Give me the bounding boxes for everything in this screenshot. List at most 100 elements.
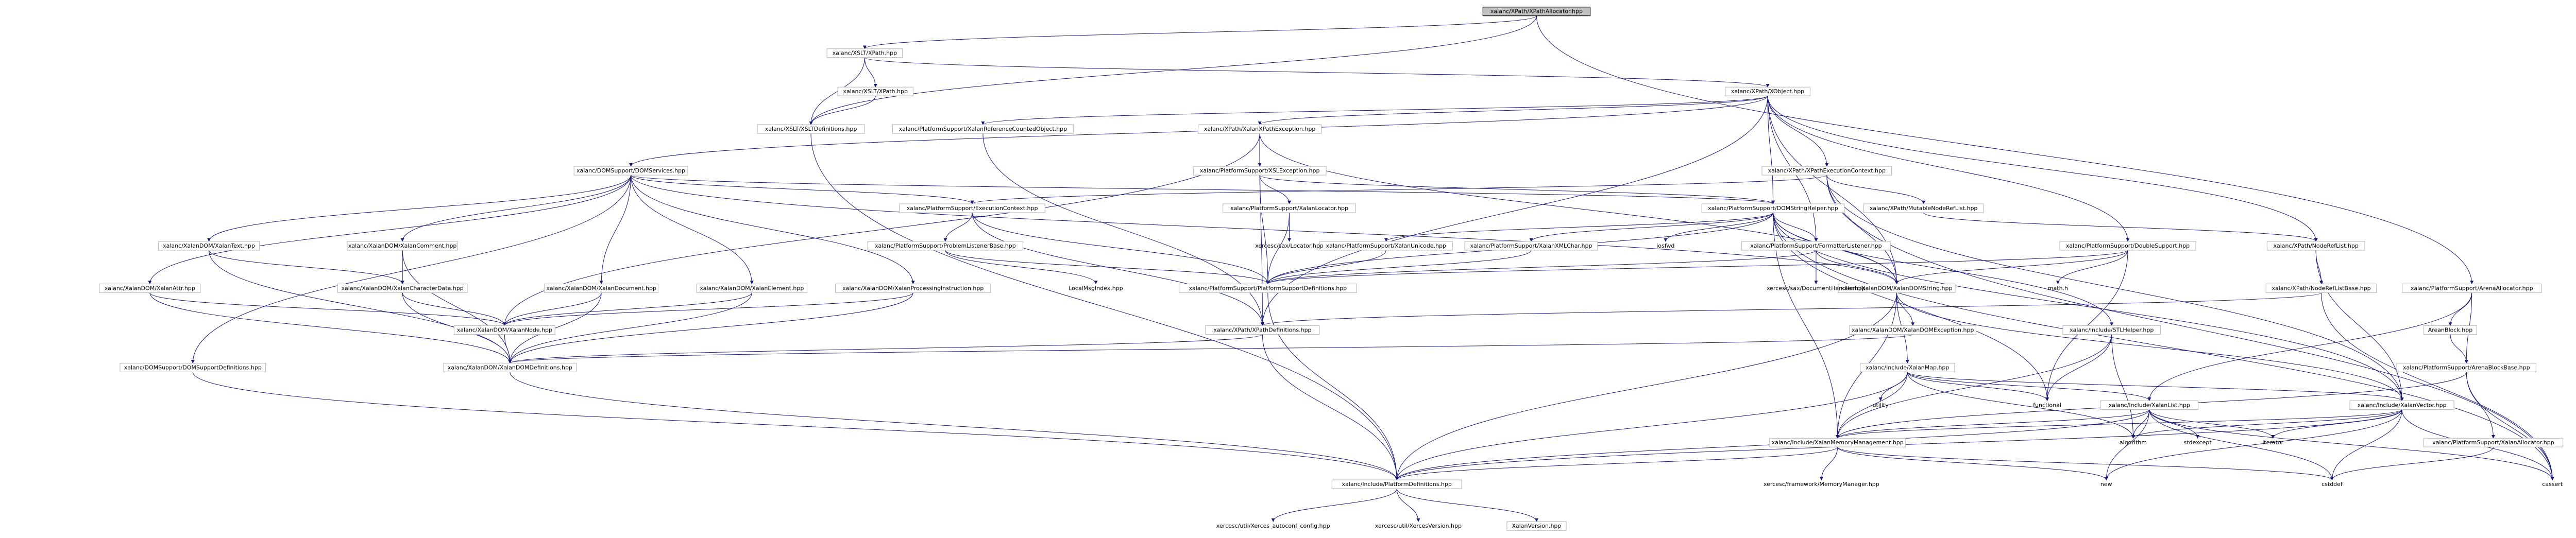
graph-node[interactable]: xalanc/Include/XalanMemoryManagement.hpp <box>1769 438 1906 447</box>
dependency-edge <box>2149 409 2334 480</box>
dependency-edge <box>2131 409 2150 439</box>
graph-node[interactable]: algorithm <box>2120 439 2147 446</box>
edge-line <box>2149 409 2554 480</box>
graph-node[interactable]: xalanc/XalanDOM/XalanDocument.hpp <box>544 283 659 293</box>
node-label: iterator <box>2262 439 2283 446</box>
graph-node[interactable]: iosfwd <box>1656 242 1674 249</box>
graph-node[interactable]: math.h <box>2048 285 2068 292</box>
root-node[interactable]: xalanc/XPath/XPathAllocator.hpp <box>1482 7 1591 16</box>
graph-node[interactable]: xalanc/Include/STLHelper.hpp <box>2062 325 2161 335</box>
edge-line <box>1266 213 1290 285</box>
graph-node[interactable]: xalanc/PlatformSupport/XalanUnicode.hpp <box>1319 241 1453 251</box>
graph-node[interactable]: xalanc/PlatformSupport/XalanAllocator.hp… <box>2423 438 2564 447</box>
node-label: xalanc/XalanDOM/XalanDOMException.hpp <box>1852 327 1974 334</box>
dependency-edge <box>2149 409 2200 439</box>
dependency-edge <box>1266 213 1290 285</box>
node-label: xalanc/XPath/XObject.hpp <box>1731 88 1804 95</box>
dependency-edge <box>1819 447 1838 480</box>
graph-node[interactable]: xalanc/XalanDOM/XalanCharacterData.hpp <box>337 283 468 293</box>
edge-line <box>2149 409 2200 439</box>
edge-line <box>1836 372 1908 439</box>
graph-node[interactable]: xalanc/DOMSupport/DOMSupportDefinitions.… <box>120 362 266 373</box>
graph-node[interactable]: xalanc/PlatformSupport/PlatformSupportDe… <box>1178 283 1357 293</box>
node-label: xercesc/framework/MemoryManager.hpp <box>1764 481 1879 488</box>
graph-node[interactable]: xalanc/Include/XalanList.hpp <box>2100 400 2199 410</box>
node-box <box>1741 241 1891 251</box>
graph-node[interactable]: xalanc/PlatformSupport/XalanXMLChar.hpp <box>1464 241 1598 251</box>
dependency-edge <box>2056 250 2128 285</box>
graph-node[interactable]: xalanc/XPath/NodeRefList.hpp <box>2266 241 2365 251</box>
graph-node[interactable]: xalanc/PlatformSupport/FormatterListener… <box>1741 241 1891 251</box>
graph-node[interactable]: xalanc/XalanDOM/XalanProcessingInstructi… <box>835 283 991 293</box>
graph-node[interactable]: xalanc/XSLT/XSLTDefinitions.hpp <box>757 124 865 134</box>
graph-node[interactable]: xalanc/XalanDOM/XalanNode.hpp <box>453 325 555 335</box>
dependency-edge <box>809 15 1537 125</box>
node-label: xalanc/XalanDOM/XalanDocument.hpp <box>546 285 656 292</box>
node-label: xalanc/PlatformSupport/XalanAllocator.hp… <box>2432 439 2554 446</box>
graph-node[interactable]: xalanc/XPath/MutableNodeRefList.hpp <box>1863 203 1984 213</box>
graph-node[interactable]: xalanc/XPath/XPathExecutionContext.hpp <box>1761 166 1892 176</box>
graph-node[interactable]: xalanc/Include/XalanMap.hpp <box>1859 362 1955 373</box>
graph-node[interactable]: xalanc/XPath/NodeRefListBase.hpp <box>2265 283 2377 293</box>
graph-node[interactable]: xalanc/Include/XalanVector.hpp <box>2349 400 2454 410</box>
graph-node[interactable]: xalanc/PlatformSupport/ExecutionContext.… <box>899 203 1045 213</box>
edge-line <box>945 250 1098 285</box>
graph-node[interactable]: xalanc/PlatformSupport/XalanReferenceCou… <box>892 124 1074 134</box>
graph-node[interactable]: xalanc/XPath/XObject.hpp <box>1725 86 1811 96</box>
graph-node[interactable]: xalanc/XalanDOM/XalanComment.hpp <box>347 241 458 251</box>
graph-node[interactable]: xalanc/PlatformSupport/DOMStringHelper.h… <box>1701 203 1845 213</box>
graph-node[interactable]: xalanc/PlatformSupport/XalanLocator.hpp <box>1223 203 1357 213</box>
node-box <box>1205 325 1320 335</box>
graph-node[interactable]: cassert <box>2542 481 2563 488</box>
node-box <box>867 241 1024 251</box>
graph-node[interactable]: xercesc/util/Xerces_autoconf_config.hpp <box>1216 523 1330 529</box>
graph-node[interactable]: utility <box>1872 402 1889 408</box>
edge-line <box>400 175 632 242</box>
node-box <box>1223 203 1357 213</box>
graph-node[interactable]: xalanc/XalanDOM/XalanText.hpp <box>158 241 260 251</box>
edge-line <box>508 334 1913 364</box>
graph-node[interactable]: xalanc/XalanDOM/XalanDOMDefinitions.hpp <box>443 362 577 373</box>
graph-node[interactable]: xalanc/XalanDOM/XalanDOMException.hpp <box>1849 325 1977 335</box>
dependency-edge <box>1266 250 1386 285</box>
dependency-edge <box>1767 96 2130 242</box>
graph-node[interactable]: xalanc/XalanDOM/XalanDOMString.hpp <box>1838 283 1956 293</box>
graph-node[interactable]: xalanc/XalanDOM/XalanAttr.hpp <box>99 283 201 293</box>
graph-node[interactable]: xercesc/framework/MemoryManager.hpp <box>1764 481 1879 488</box>
graph-node[interactable]: cstddef <box>2321 481 2343 488</box>
graph-node[interactable]: xercesc/sax/DocumentHandler.hpp <box>1767 285 1866 292</box>
node-box <box>1859 362 1955 373</box>
graph-node[interactable]: xalanc/PlatformSupport/ArenaBlockBase.hp… <box>2396 362 2536 373</box>
graph-node[interactable]: xalanc/PlatformSupport/XSLException.hpp <box>1193 166 1327 176</box>
node-box <box>1701 203 1845 213</box>
dependency-edge <box>502 292 602 326</box>
edge-line <box>864 57 877 88</box>
node-label: AreanBlock.hpp <box>2428 327 2472 334</box>
graph-node[interactable]: new <box>2100 481 2112 488</box>
graph-node[interactable]: xalanc/PlatformSupport/ArenaAllocator.hp… <box>2402 283 2542 293</box>
graph-node[interactable]: xalanc/XSLT/XPath.hpp <box>826 48 903 58</box>
node-box <box>347 241 458 251</box>
graph-node[interactable]: stdexcept <box>2184 439 2212 446</box>
graph-node[interactable]: xalanc/XPath/XalanXPathException.hpp <box>1197 124 1322 134</box>
dependency-edge <box>1826 175 2554 480</box>
graph-node[interactable]: AreanBlock.hpp <box>2423 325 2477 335</box>
graph-node[interactable]: xalanc/DOMSupport/DOMServices.hpp <box>573 166 688 176</box>
graph-node[interactable]: xalanc/XalanDOM/XalanElement.hpp <box>696 283 808 293</box>
graph-node[interactable]: xalanc/XSLT/XPath.hpp <box>837 86 913 96</box>
graph-node[interactable]: XalanVersion.hpp <box>1506 521 1567 531</box>
graph-node[interactable]: LocalMsgIndex.hpp <box>1069 285 1123 292</box>
graph-node[interactable]: xercesc/sax/Locator.hpp <box>1255 242 1324 249</box>
graph-node[interactable]: xalanc/PlatformSupport/DoubleSupport.hpp <box>2059 241 2196 251</box>
graph-node[interactable]: iterator <box>2262 439 2283 446</box>
graph-node[interactable]: functional <box>2033 402 2061 408</box>
edge-line <box>2104 409 2402 480</box>
edge-line <box>810 133 1399 480</box>
node-label: xalanc/XPath/MutableNodeRefList.hpp <box>1870 205 1978 212</box>
node-label: xalanc/PlatformSupport/ArenaAllocator.hp… <box>2411 285 2533 292</box>
graph-node[interactable]: xalanc/PlatformSupport/ProblemListenerBa… <box>867 241 1024 251</box>
graph-node[interactable]: xercesc/util/XercesVersion.hpp <box>1375 523 1462 529</box>
node-label: xalanc/PlatformSupport/ArenaBlockBase.hp… <box>2403 364 2530 371</box>
graph-node[interactable]: xalanc/Include/PlatformDefinitions.hpp <box>1331 479 1462 489</box>
graph-node[interactable]: xalanc/XPath/XPathDefinitions.hpp <box>1205 325 1320 335</box>
